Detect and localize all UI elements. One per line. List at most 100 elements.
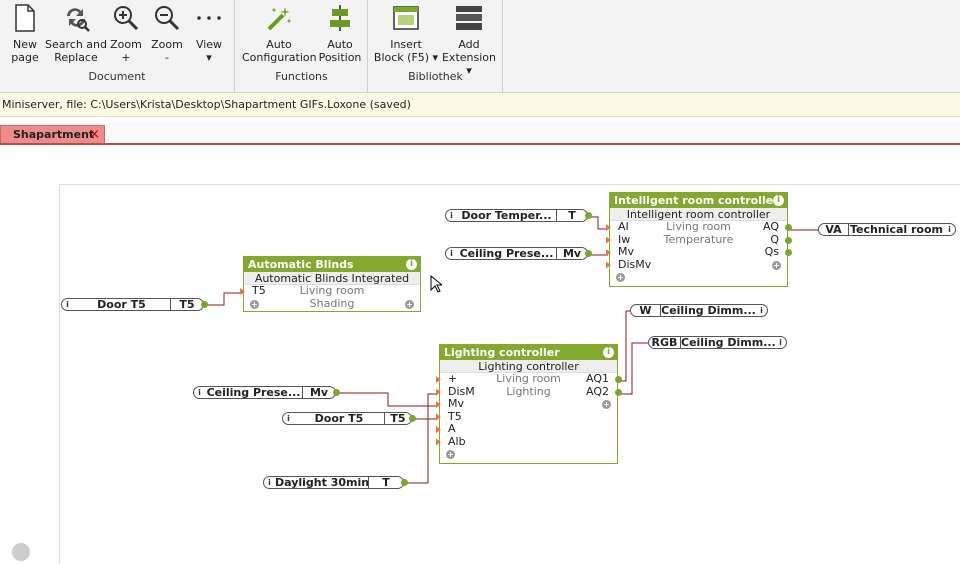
add-input-icon[interactable]: +: [616, 273, 625, 282]
add-output-icon[interactable]: +: [772, 260, 781, 270]
insert-block-icon: [392, 2, 420, 34]
block-automatic-blinds[interactable]: Automatic Blinds i Automatic Blinds Inte…: [240, 256, 421, 312]
output-ceiling-dimmer-w[interactable]: W Ceiling Dimm... i: [630, 304, 768, 317]
input-label: DisM: [448, 384, 475, 398]
add-output-icon[interactable]: +: [405, 299, 414, 309]
align-center-icon: [326, 2, 354, 34]
output-pin[interactable]: [785, 224, 792, 231]
input-label: Mv: [448, 397, 465, 410]
block-param-label: Lighting: [506, 384, 551, 398]
page-tab-bar: Shapartment ×: [0, 122, 960, 145]
output-pin[interactable]: [585, 250, 592, 257]
input-pin[interactable]: [606, 261, 611, 269]
ribbon-group-library: Insert Block (F5) ▾ Add Extension ▾ Bibl…: [369, 0, 503, 93]
block-row: T5: [436, 410, 617, 424]
scroll-handle[interactable]: [12, 543, 30, 561]
zoom-in-button[interactable]: Zoom +: [108, 2, 144, 64]
input-ceiling-presence-2[interactable]: i Ceiling Prese... Mv: [193, 386, 340, 399]
output-ceiling-dimmer-rgb[interactable]: RGB Ceiling Dimm... i: [648, 336, 787, 349]
info-icon: i: [198, 388, 201, 397]
input-label: +: [448, 372, 458, 385]
input-pin[interactable]: [436, 388, 441, 396]
block-row: DisMv+: [606, 258, 787, 272]
info-icon: i: [268, 478, 271, 487]
input-daylight[interactable]: i Daylight 30min T: [263, 476, 408, 489]
add-input-icon[interactable]: +: [446, 450, 455, 459]
input-door-t5-left[interactable]: i Door T5 T5: [61, 298, 208, 311]
input-door-t5-mid[interactable]: i Door T5 T5: [282, 412, 416, 425]
auto-configuration-button[interactable]: Auto Configuration: [242, 2, 317, 64]
input-pin[interactable]: [436, 426, 441, 433]
block-row: +: [440, 448, 617, 461]
input-pin[interactable]: [240, 288, 245, 295]
view-label: View ▾: [195, 38, 223, 64]
group-label-functions: Functions: [275, 70, 328, 83]
extension-icon: [455, 2, 483, 34]
output-pin[interactable]: [409, 415, 416, 422]
block-title: Intelligent room controller: [614, 194, 779, 207]
new-page-icon: [11, 2, 39, 34]
input-label: Mv: [618, 245, 635, 258]
auto-position-button[interactable]: Auto Position: [318, 2, 362, 64]
output-pin[interactable]: [785, 249, 792, 256]
input-label: T5: [252, 284, 266, 297]
block-header: Intelligent room controller i: [610, 193, 787, 208]
block-param-label: Living room: [496, 372, 561, 385]
output-label: AQ: [763, 220, 779, 233]
zoom-in-label: Zoom +: [110, 38, 142, 64]
output-pin[interactable]: [615, 376, 622, 383]
info-icon[interactable]: i: [406, 259, 417, 270]
search-replace-button[interactable]: Search and Replace: [45, 2, 107, 64]
view-button[interactable]: View ▾: [191, 2, 227, 64]
add-input-icon[interactable]: +: [250, 299, 259, 309]
input-pin[interactable]: [436, 376, 441, 383]
auto-position-label: Auto Position: [318, 38, 362, 64]
block-title: Automatic Blinds: [248, 258, 354, 271]
program-sheet: [59, 184, 960, 564]
program-canvas[interactable]: i Door Temper... T i Ceiling Prese... Mv…: [0, 147, 960, 564]
info-icon[interactable]: i: [603, 347, 614, 358]
add-extension-button[interactable]: Add Extension ▾: [439, 2, 499, 77]
info-icon: i: [287, 414, 290, 423]
add-output-icon[interactable]: +: [602, 400, 611, 409]
block-row: + Shading +: [244, 297, 420, 311]
output-technical-room[interactable]: VA Technical room i: [818, 223, 956, 236]
block-intelligent-room-controller[interactable]: Intelligent room controller i Intelligen…: [606, 192, 792, 287]
output-pin[interactable]: [585, 212, 592, 219]
new-page-label: New page: [11, 38, 39, 64]
insert-block-button[interactable]: Insert Block (F5) ▾: [373, 2, 439, 64]
output-pin[interactable]: [201, 301, 208, 308]
tab-shapartment[interactable]: Shapartment ×: [0, 125, 105, 143]
input-ceiling-presence-1[interactable]: i Ceiling Prese... Mv: [445, 247, 592, 260]
input-pin[interactable]: [606, 236, 611, 244]
output-pin[interactable]: [333, 389, 340, 396]
magic-wand-icon: [265, 2, 293, 34]
input-label: Iw: [618, 232, 631, 246]
input-pin[interactable]: [436, 401, 441, 408]
tab-label: Shapartment: [13, 128, 95, 141]
input-pin[interactable]: [606, 224, 611, 231]
block-row: Mv +: [436, 397, 617, 411]
new-page-button[interactable]: New page: [6, 2, 44, 64]
input-door-temperature[interactable]: i Door Temper... T: [445, 209, 592, 222]
output-pin[interactable]: [785, 236, 792, 244]
input-pin[interactable]: [606, 249, 611, 256]
block-title: Lighting controller: [444, 346, 560, 359]
ribbon-group-document: New page Search and Replace Zoom + Zoom …: [0, 0, 235, 93]
output-pin[interactable]: [615, 388, 622, 396]
input-pin[interactable]: [436, 438, 441, 446]
zoom-out-button[interactable]: Zoom -: [149, 2, 185, 64]
input-label: A: [448, 422, 456, 435]
block-lighting-controller[interactable]: Lighting controller i Lighting controlle…: [436, 344, 622, 464]
info-icon[interactable]: i: [773, 195, 784, 206]
group-label-library: Bibliothek: [408, 70, 463, 83]
info-icon: i: [450, 249, 453, 258]
block-header: Lighting controller i: [440, 345, 617, 360]
info-icon: i: [948, 225, 951, 234]
output-pin[interactable]: [401, 479, 408, 486]
file-status-bar: Miniserver, file: C:\Users\Krista\Deskto…: [0, 93, 960, 117]
close-tab-icon[interactable]: ×: [89, 127, 100, 142]
input-pin[interactable]: [436, 413, 441, 421]
